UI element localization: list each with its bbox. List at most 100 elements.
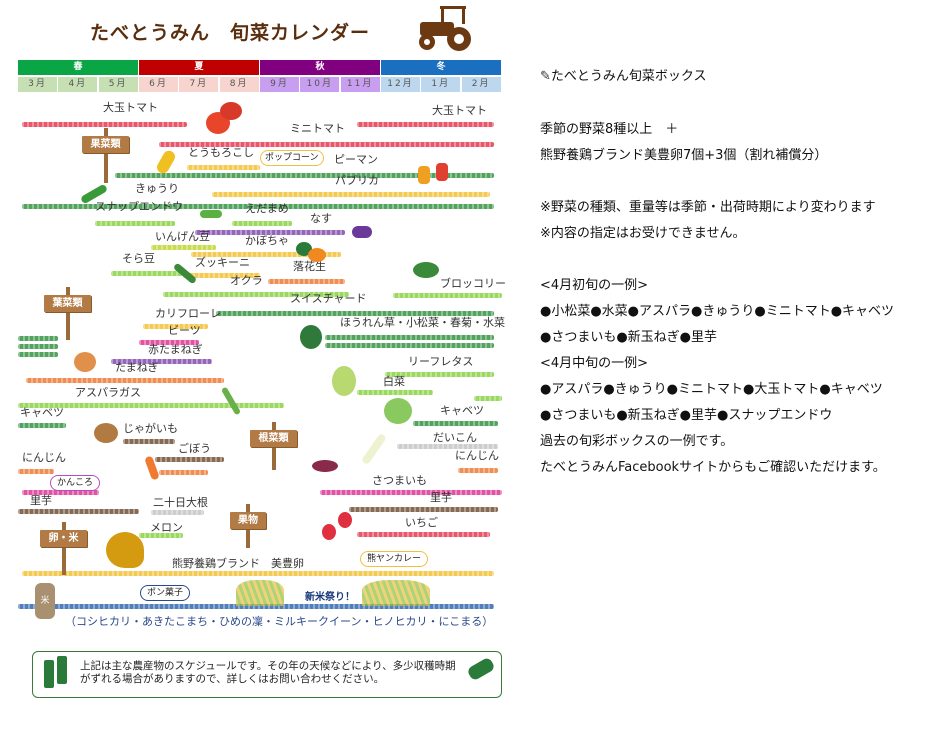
- harvest-period-bar: [18, 604, 494, 609]
- crop-label: たまねぎ: [115, 361, 159, 374]
- box-text-line: 季節の野菜8種以上 ＋: [540, 122, 679, 137]
- crop-label: 里芋: [30, 494, 52, 507]
- crop-label: 赤たまねぎ: [148, 343, 203, 356]
- harvest-period-bar: [110, 271, 184, 276]
- harvest-period-bar: [324, 343, 494, 348]
- asparagus-icon: [220, 386, 242, 416]
- crop-label: スナップエンドウ: [95, 200, 183, 213]
- boot-icon: [44, 660, 54, 688]
- harvest-period-bar: [22, 490, 99, 495]
- box-text-line: ※内容の指定はお受けできません。: [540, 226, 746, 241]
- pencil-icon: ✎: [540, 69, 551, 84]
- season-header: 夏: [138, 60, 259, 75]
- month-header: 6月: [138, 77, 178, 92]
- crop-label: さつまいも: [372, 474, 427, 487]
- pumpkin-icon: [308, 248, 326, 262]
- harvest-period-bar: [393, 293, 502, 298]
- box-heading-text: たべとうみん旬菜ボックス: [550, 69, 707, 84]
- crop-label: ビーツ: [168, 324, 201, 337]
- month-header: 9月: [259, 77, 299, 92]
- harvest-period-bar: [18, 423, 67, 428]
- month-header: 8月: [219, 77, 259, 92]
- harvest-period-bar: [18, 403, 285, 408]
- harvest-period-bar: [356, 532, 490, 537]
- harvest-period-bar: [18, 469, 55, 474]
- radish-icon: [360, 432, 388, 466]
- harvest-period-bar: [163, 292, 349, 297]
- crop-label: じゃがいも: [123, 422, 178, 435]
- crop-label: 大玉トマト: [103, 101, 158, 114]
- box-text-line: 熊野養鶏ブランド美豊卵7個+3個（割れ補償分）: [540, 148, 828, 163]
- category-sign-label: 根菜類: [250, 430, 297, 447]
- corn-icon: [154, 148, 178, 176]
- rice-plant-icon: [362, 580, 430, 606]
- tractor-icon: [419, 6, 471, 51]
- box-text-line: <4月中旬の一例>: [540, 356, 649, 371]
- box-text-line: ●小松菜●水菜●アスパラ●きゅうり●ミニトマト●キャベツ: [540, 304, 895, 319]
- crop-label: いんげん豆: [155, 230, 210, 243]
- ponkashi-cloud: ポン菓子: [140, 585, 191, 601]
- month-header: 5月: [98, 77, 138, 92]
- crop-label: ミニトマト: [290, 122, 345, 135]
- kankoro-cloud: かんころ: [50, 475, 101, 491]
- crop-label: スイスチャード: [290, 292, 367, 305]
- new-rice-festival-label: 新米祭り！: [305, 592, 355, 603]
- popcorn-cloud: ポップコーン: [260, 150, 324, 166]
- crop-label: ブロッコリー: [440, 277, 506, 290]
- month-header: 10月: [300, 77, 340, 92]
- sign-post: [103, 128, 108, 183]
- harvest-period-bar: [324, 335, 494, 340]
- onion-icon: [74, 352, 96, 372]
- crop-label: だいこん: [433, 431, 477, 444]
- box-text-line: ●さつまいも●新玉ねぎ●里芋●スナップエンドウ: [540, 408, 833, 423]
- category-sign-label: 葉菜類: [44, 295, 91, 312]
- crop-label: にんじん: [22, 451, 66, 464]
- paprika-icon: [418, 166, 430, 184]
- footer-line-2: がずれる場合がありますので、詳しくはお問い合わせください。: [80, 673, 385, 685]
- crop-label: キャベツ: [20, 406, 64, 419]
- crop-label: にんじん: [455, 449, 499, 462]
- box-text-line: たべとうみんFacebookサイトからもご確認いただけます。: [540, 460, 886, 475]
- harvest-period-bar: [195, 230, 345, 235]
- crop-label: 熊野養鶏ブランド 美豊卵: [172, 557, 304, 570]
- harvest-period-bar: [22, 122, 188, 127]
- month-header: 4月: [58, 77, 98, 92]
- harvest-period-bar: [268, 279, 345, 284]
- crop-label: ピーマン: [334, 153, 378, 166]
- crop-label: キャベツ: [440, 404, 484, 417]
- harvest-period-bar: [143, 324, 208, 329]
- harvest-period-bar: [385, 372, 494, 377]
- rice-plant-icon: [236, 580, 284, 606]
- harvest-period-bar: [18, 336, 59, 341]
- crop-label: 大玉トマト: [432, 104, 487, 117]
- edamame-icon: [200, 210, 222, 218]
- crop-label: とうもろこし: [188, 146, 254, 159]
- harvest-period-bar: [18, 509, 139, 514]
- boot-icon: [57, 656, 67, 684]
- harvest-period-bar: [473, 396, 502, 401]
- crop-label: いちご: [405, 516, 438, 529]
- harvest-period-bar: [22, 571, 494, 576]
- crop-label: 二十日大根: [153, 496, 208, 509]
- crop-label: 里芋: [430, 491, 452, 504]
- category-sign: 果菜類: [82, 128, 129, 183]
- harvest-period-bar: [122, 439, 176, 444]
- rice-bag-icon: 米: [35, 583, 55, 619]
- crop-label: ごぼう: [178, 442, 211, 455]
- harvest-period-bar: [348, 507, 498, 512]
- month-header: 7月: [179, 77, 219, 92]
- month-header: 12月: [380, 77, 420, 92]
- crop-label: ほうれん草・小松菜・春菊・水菜: [340, 316, 505, 329]
- sign-post: [65, 287, 70, 340]
- rice-varieties: （コシヒカリ・あきたこまち・ひめの凜・ミルキークイーン・ヒノヒカリ・にこまる）: [65, 615, 494, 628]
- harvest-period-bar: [159, 142, 494, 147]
- calendar-title: たべとうみん 旬菜カレンダー: [90, 22, 371, 44]
- harvest-period-bar: [356, 122, 494, 127]
- chinese-cabbage-icon: [332, 366, 356, 396]
- footer-line-1: 上記は主な農産物のスケジュールです。その年の天候などにより、多少収穫時期: [80, 660, 456, 672]
- box-text-line: ●アスパラ●きゅうり●ミニトマト●大玉トマト●キャベツ: [540, 382, 883, 397]
- harvest-period-bar: [320, 490, 502, 495]
- crop-label: きゅうり: [135, 182, 179, 195]
- category-sign-label: 卵・米: [40, 530, 87, 547]
- crop-label: アスパラガス: [75, 386, 141, 399]
